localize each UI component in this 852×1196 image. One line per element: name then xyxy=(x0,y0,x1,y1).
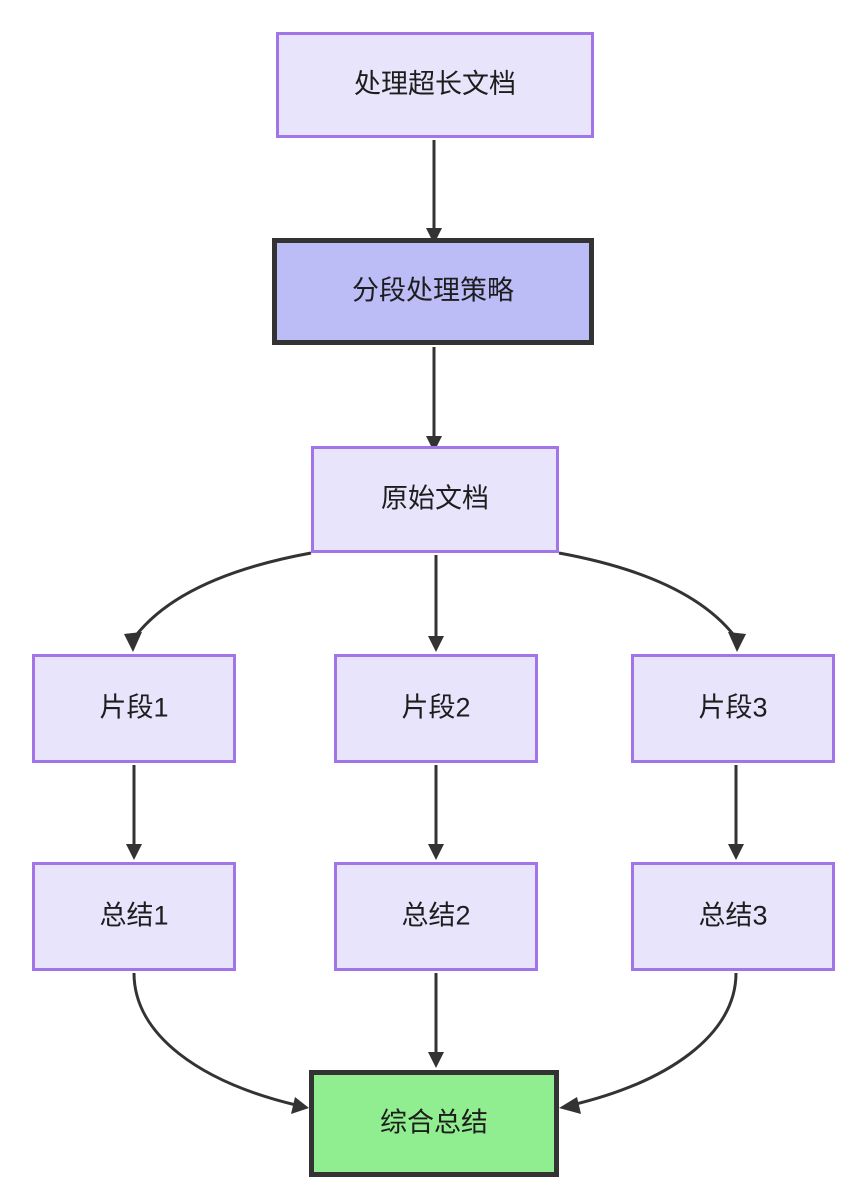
flow-node-n3[interactable]: 原始文档 xyxy=(311,446,559,553)
flow-edge-n1-to-n2 xyxy=(426,140,442,244)
edge-line xyxy=(132,972,297,1107)
node-label: 原始文档 xyxy=(381,484,489,514)
flow-node-n6[interactable]: 片段3 xyxy=(631,654,835,763)
node-label: 片段2 xyxy=(401,693,470,723)
arrowhead-icon xyxy=(428,1052,444,1068)
flow-node-n4[interactable]: 片段1 xyxy=(32,654,236,763)
node-label: 片段1 xyxy=(99,693,168,723)
node-box[interactable] xyxy=(334,862,538,971)
flow-node-n5[interactable]: 片段2 xyxy=(334,654,538,763)
node-box[interactable] xyxy=(631,862,835,971)
node-box[interactable] xyxy=(272,238,594,345)
node-label: 总结3 xyxy=(698,901,767,931)
flow-node-n9[interactable]: 总结3 xyxy=(631,862,835,971)
arrowhead-icon xyxy=(426,228,442,244)
arrowhead-icon xyxy=(728,632,746,652)
flow-node-n10[interactable]: 综合总结 xyxy=(309,1070,559,1177)
flow-node-n1[interactable]: 处理超长文档 xyxy=(276,32,594,138)
flow-edge-n5-to-n8 xyxy=(428,765,444,860)
arrowhead-icon xyxy=(728,844,744,860)
node-label: 片段3 xyxy=(698,693,767,723)
node-label: 处理超长文档 xyxy=(354,69,516,99)
node-box[interactable] xyxy=(334,654,538,763)
node-box[interactable] xyxy=(631,654,835,763)
node-label: 分段处理策略 xyxy=(352,276,514,306)
arrowhead-icon xyxy=(428,844,444,860)
arrowhead-icon xyxy=(559,1097,581,1114)
flow-edge-n6-to-n9 xyxy=(728,765,744,860)
flow-node-n7[interactable]: 总结1 xyxy=(32,862,236,971)
flow-edge-n3-to-n6 xyxy=(558,551,746,652)
flow-edge-n3-to-n5 xyxy=(428,555,444,652)
edge-line xyxy=(571,972,738,1107)
edge-line xyxy=(132,551,312,639)
flow-edge-n3-to-n4 xyxy=(124,551,312,652)
arrowhead-icon xyxy=(291,1097,309,1114)
node-box[interactable] xyxy=(32,862,236,971)
node-box[interactable] xyxy=(32,654,236,763)
arrowhead-icon xyxy=(126,844,142,860)
flow-node-n2[interactable]: 分段处理策略 xyxy=(272,238,594,345)
flow-edge-n8-to-n10 xyxy=(428,973,444,1068)
node-label: 总结1 xyxy=(99,901,168,931)
arrowhead-icon xyxy=(124,632,142,652)
node-box[interactable] xyxy=(309,1070,559,1177)
edge-line xyxy=(558,551,738,639)
flow-edge-n4-to-n7 xyxy=(126,765,142,860)
flow-edge-n7-to-n10 xyxy=(132,972,309,1114)
node-box[interactable] xyxy=(276,32,594,138)
flow-edge-n2-to-n3 xyxy=(426,347,442,452)
edges-layer xyxy=(124,140,746,1114)
node-box[interactable] xyxy=(311,446,559,553)
flow-edge-n9-to-n10 xyxy=(559,972,738,1114)
node-label: 总结2 xyxy=(401,901,470,931)
arrowhead-icon xyxy=(426,436,442,452)
arrowhead-icon xyxy=(428,636,444,652)
flow-node-n8[interactable]: 总结2 xyxy=(334,862,538,971)
node-label: 综合总结 xyxy=(380,1108,488,1138)
